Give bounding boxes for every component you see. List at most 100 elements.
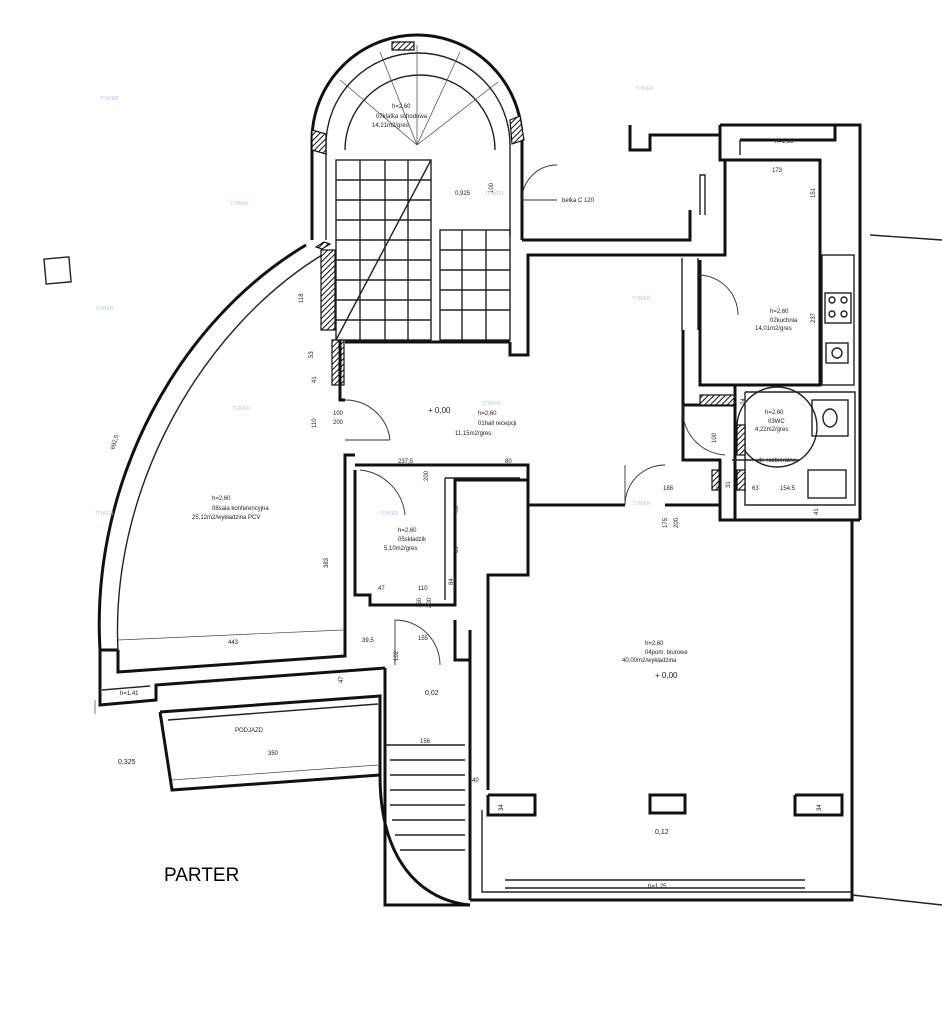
sill-bottom-label: h=1,25 [648,884,667,890]
reception-height: h=2,60 [478,411,497,417]
dim-label: 237 [811,312,817,323]
dim-label: 154,5 [780,486,796,492]
stair-name: 07klatka schodowa [376,114,428,120]
wc-area: 4,22m2/gres [755,427,788,433]
conference-area: 25,12m2/wykładzina PCV [192,515,260,521]
dim-label: 34 [817,804,823,811]
beam-label: belka C 120 [562,198,595,204]
driveway [158,619,471,907]
small-room-height: h=2,60 [398,528,417,534]
dim-label: 237,5 [398,459,414,465]
dim-label: 53 [717,481,723,488]
dim-label: 110 [312,418,318,428]
watermark: TOWER [632,501,651,507]
dim-label: 40 [472,778,479,784]
watermark: TOWER [230,201,249,207]
small-room-area: 5,10m2/gres [384,546,417,552]
dim-label: 24 [741,398,747,405]
dim-label: 47 [378,586,385,592]
kitchen [628,123,862,520]
watermark: TOWER [95,306,114,312]
dim-label: 200 [333,420,344,426]
wc-height: h=2,60 [765,410,784,416]
dim-label: 47 [339,676,345,683]
dim-label: 31 [726,481,732,488]
dim-label: 100 [333,411,344,417]
wc-name: 03WC [768,419,785,425]
watermark: TOWER [95,511,114,517]
watermark: TOWER [482,401,501,407]
conference-name: 08sala konferencyjna [212,506,269,512]
dim-label: 41 [312,376,318,383]
dim-label: 350 [268,751,279,757]
office-bottom-level: 0,12 [655,829,669,836]
watermark: TOWER [232,406,251,412]
driveway-label: PODJAZD [235,728,264,734]
stair-area: 14,21m2/gres [372,123,409,129]
stair-level: 0,925 [455,191,471,197]
site-boundary-2 [851,894,942,906]
dim-label: 118 [299,293,305,303]
dim-label: 173 [772,168,783,174]
left-level: 0,325 [118,759,136,766]
office-name: 04pom. biurowe [645,650,688,656]
dim-label: 53 [309,351,315,358]
small-room-name: 05składzik [398,537,427,543]
dim-label: 39,5 [362,638,374,644]
watermark: TOWER [380,511,399,517]
dim-label: 188 [663,486,674,492]
wall-hatch-left [320,249,336,331]
staircase [310,33,700,357]
stair-height: h=2,60 [392,104,411,110]
dim-label: 383 [324,557,330,568]
wall-hatch-left-2 [331,339,345,386]
watermark: TOWER [100,96,119,102]
watermark: TOWER [632,296,651,302]
reception-level: + 0,00 [428,406,451,415]
dim-label: 84 [449,578,455,585]
office-height: h=2,60 [645,641,664,647]
conference-room [94,241,386,714]
dim-label: 692,5 [110,434,121,451]
dim-label: 102 [394,650,400,661]
dim-label: 41 [814,508,820,515]
dim-label: 63 [752,486,759,492]
watermark: TOWER [635,86,654,92]
dim-label: 175 [663,517,669,528]
north-marker [43,256,72,285]
kitchen-name: 02kuchnia [770,318,798,324]
office [453,505,860,902]
dim-label: 100 [489,182,495,193]
wc [681,330,860,522]
dim-label: 34 [499,804,505,811]
office-level: + 0,00 [655,671,678,680]
plan-title: PARTER [164,865,239,886]
reception-area: 11,15m2/gres [455,431,491,437]
dim-label: 150 [417,597,423,608]
reception-name: 01hall recepcji [478,421,516,427]
kitchen-height: h=2,60 [770,309,789,315]
office-area: 40,00m2/wykładzina [622,658,677,664]
dim-label: 155 [418,636,429,642]
sill-left-label: h=1,41 [120,691,139,697]
dim-label: 100 [712,432,718,443]
wc-door-label: dr. rozbieralne [758,458,797,464]
dim-label: 200 [424,470,430,481]
sill-top-label: h=1,35 [775,139,794,145]
dim-label: 443 [228,640,239,646]
dim-label: 200 [427,597,433,608]
dim-label: 39 [454,546,460,553]
dim-label: 110 [418,586,428,592]
dim-label: 151 [811,187,817,198]
reception-hall [338,340,735,607]
conference-height: h=2,60 [212,496,231,502]
dim-label: 95 [454,506,460,513]
site-boundary [869,234,942,241]
dim-label: 200 [674,517,680,528]
dim-label: 80 [505,459,512,465]
driveway-level: 0,02 [425,690,439,697]
watermark: TOWER [485,191,504,197]
kitchen-area: 14,01m2/gres [755,326,792,332]
dim-label: 156 [420,739,431,745]
